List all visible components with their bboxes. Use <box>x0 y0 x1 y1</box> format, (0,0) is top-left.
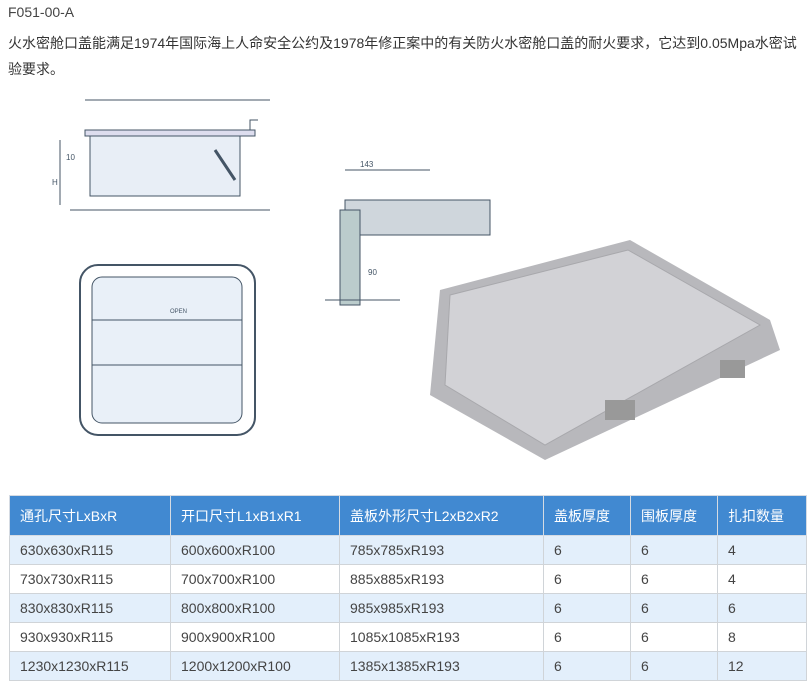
table-cell: 700x700xR100 <box>170 564 340 594</box>
table-cell: 8 <box>717 622 807 652</box>
table-cell: 600x600xR100 <box>170 535 340 565</box>
table-header-row: 通孔尺寸LxBxR 开口尺寸L1xB1xR1 盖板外形尺寸L2xB2xR2 盖板… <box>9 495 807 536</box>
table-cell: 6 <box>543 651 631 681</box>
dimension-label: 90 <box>368 268 377 277</box>
hatch-cover-drawings: 10 H OPEN 143 90 <box>52 99 780 460</box>
table-cell: 6 <box>543 593 631 623</box>
table-cell: 830x830xR115 <box>9 593 171 623</box>
table-cell: 6 <box>543 535 631 565</box>
table-cell: 6 <box>630 622 718 652</box>
table-cell: 1200x1200xR100 <box>170 651 340 681</box>
product-code: F051-00-A <box>8 4 75 20</box>
top-view-drawing: OPEN <box>79 264 256 436</box>
table-cell: 930x930xR115 <box>9 622 171 652</box>
table-cell: 6 <box>717 593 807 623</box>
table-cell: 900x900xR100 <box>170 622 340 652</box>
table-cell: 1085x1085xR193 <box>339 622 544 652</box>
table-cell: 6 <box>543 622 631 652</box>
open-label: OPEN <box>170 309 187 315</box>
table-cell: 12 <box>717 651 807 681</box>
column-header: 盖板厚度 <box>543 495 631 536</box>
table-cell: 1230x1230xR115 <box>9 651 171 681</box>
column-header: 通孔尺寸LxBxR <box>9 495 171 536</box>
table-cell: 6 <box>630 564 718 594</box>
table-cell: 800x800xR100 <box>170 593 340 623</box>
table-cell: 785x785xR193 <box>339 535 544 565</box>
table-cell: 985x985xR193 <box>339 593 544 623</box>
specification-table: 通孔尺寸LxBxR 开口尺寸L1xB1xR1 盖板外形尺寸L2xB2xR2 盖板… <box>9 495 807 681</box>
table-cell: 630x630xR115 <box>9 535 171 565</box>
table-cell: 6 <box>543 564 631 594</box>
column-header: 围板厚度 <box>630 495 718 536</box>
side-view-drawing: 10 H <box>52 99 270 211</box>
column-header: 开口尺寸L1xB1xR1 <box>170 495 340 536</box>
product-description: 火水密舱口盖能满足1974年国际海上人命安全公约及1978年修正案中的有关防火水… <box>8 35 797 77</box>
table-cell: 4 <box>717 564 807 594</box>
column-header: 盖板外形尺寸L2xB2xR2 <box>339 495 544 536</box>
table-cell: 4 <box>717 535 807 565</box>
table-cell: 6 <box>630 593 718 623</box>
table-cell: 6 <box>630 651 718 681</box>
table-cell: 6 <box>630 535 718 565</box>
column-header: 扎扣数量 <box>717 495 807 536</box>
dimension-label: H <box>52 178 58 187</box>
dimension-label: 10 <box>66 153 75 162</box>
table-cell: 730x730xR115 <box>9 564 171 594</box>
table-cell: 885x885xR193 <box>339 564 544 594</box>
hatch-cover-photo <box>430 240 780 460</box>
section-detail-drawing: 143 90 <box>325 160 491 306</box>
table-cell: 1385x1385xR193 <box>339 651 544 681</box>
dimension-label: 143 <box>360 160 374 169</box>
